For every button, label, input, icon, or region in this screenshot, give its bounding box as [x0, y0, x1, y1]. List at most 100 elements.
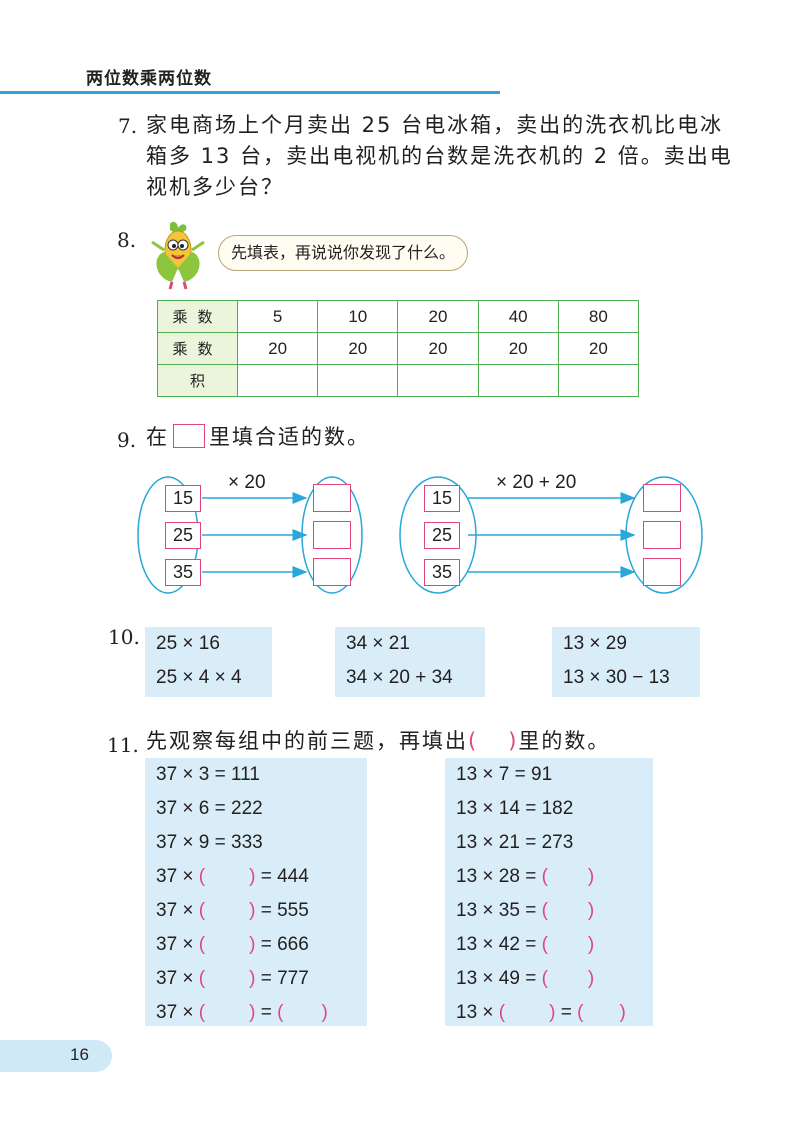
calc-result: = 777	[260, 968, 309, 989]
answer-paren[interactable]: (	[577, 1002, 584, 1023]
problem-10-number: 10.	[108, 625, 140, 649]
calc-expression: 37 × 6 = 222	[156, 798, 263, 819]
answer-paren-close: )	[587, 900, 595, 921]
row-label: 乘数	[157, 332, 238, 365]
table-cell: 20	[397, 300, 479, 333]
answer-box[interactable]	[643, 484, 681, 512]
calc-row: 13 × 14 = 182	[445, 792, 653, 826]
table-row: 乘数 20 20 20 20 20	[157, 332, 640, 365]
corn-mascot-icon	[151, 221, 205, 290]
calc-row: 13 × 28 = ()	[445, 860, 653, 894]
calc-expression: 37 ×	[156, 934, 194, 955]
calc-expression: 13 × 21 = 273	[456, 832, 574, 853]
answer-box[interactable]	[643, 521, 681, 549]
answer-paren-close: )	[249, 1002, 256, 1023]
answer-paren-close: )	[619, 1002, 626, 1023]
calc-row: 37 × 9 = 333	[145, 826, 367, 860]
calc-row: 37 × () = 666	[145, 928, 367, 962]
problem-9-number: 9.	[117, 428, 137, 452]
calc-expression: 13 × 35 =	[456, 900, 537, 921]
answer-paren-close: )	[587, 934, 595, 955]
calc-group: 34 × 21 34 × 20 + 34	[335, 627, 485, 697]
calc-expression: 13 ×	[456, 1002, 494, 1023]
answer-box[interactable]	[313, 558, 351, 586]
calc-expression: 37 ×	[156, 900, 194, 921]
answer-paren-close: )	[249, 866, 256, 887]
header-rule	[0, 91, 500, 94]
table-cell: 80	[557, 300, 640, 333]
answer-paren[interactable]: (	[198, 968, 206, 989]
calc-expression: 37 ×	[156, 968, 194, 989]
table-cell: 40	[477, 300, 559, 333]
problem-9-suffix: 里填合适的数。	[209, 425, 370, 449]
calc-row: 13 × 49 = ()	[445, 962, 653, 996]
input-number-box: 25	[165, 522, 201, 549]
calc-expression: 13 × 42 =	[456, 934, 537, 955]
product-cell[interactable]	[397, 364, 479, 397]
operation-label-left: × 20	[228, 472, 266, 493]
calc-expression: 13 × 7 = 91	[456, 764, 553, 785]
problem-7-number: 7.	[118, 114, 138, 138]
operation-label-right: × 20 + 20	[496, 472, 577, 493]
table-cell: 20	[557, 332, 640, 365]
calc-expression: 34 × 20 + 34	[346, 667, 453, 688]
answer-box[interactable]	[313, 521, 351, 549]
calc-expression: 13 × 49 =	[456, 968, 537, 989]
calc-group: 13 × 29 13 × 30 − 13	[552, 627, 700, 697]
answer-paren-close: )	[321, 1002, 328, 1023]
calc-expression: 34 × 21	[346, 633, 410, 654]
mapping-diagram-left	[137, 476, 363, 594]
problem-11-text: 先观察每组中的前三题，再填出()里的数。	[146, 726, 610, 757]
answer-paren[interactable]: (	[498, 1002, 506, 1023]
calc-row: 13 × 21 = 273	[445, 826, 653, 860]
problem-11-number: 11.	[107, 733, 139, 757]
answer-paren[interactable]: (	[541, 900, 548, 921]
answer-paren[interactable]: (	[198, 934, 206, 955]
table-row: 积	[157, 364, 640, 397]
answer-paren[interactable]: (	[541, 934, 548, 955]
product-cell[interactable]	[477, 364, 559, 397]
answer-paren[interactable]: (	[277, 1002, 284, 1023]
answer-paren-close: )	[249, 968, 256, 989]
answer-paren[interactable]: (	[198, 1002, 206, 1023]
problem-9-prefix: 在	[146, 425, 169, 449]
problem-7-line-1: 家电商场上个月卖出 25 台电冰箱，卖出的洗衣机比电冰	[146, 113, 724, 137]
problem-7-line-3: 视机多少台？	[146, 175, 284, 199]
calc-row: 13 × () = ()	[445, 996, 653, 1030]
answer-paren[interactable]: (	[541, 968, 548, 989]
problem-8-number: 8.	[117, 228, 137, 252]
calc-expression: 37 ×	[156, 1002, 194, 1023]
calc-row: 37 × () = 777	[145, 962, 367, 996]
answer-paren[interactable]: (	[541, 866, 548, 887]
problem-9-text: 在 里填合适的数。	[146, 422, 370, 453]
calc-result: = 666	[260, 934, 309, 955]
input-number-box: 15	[165, 485, 201, 512]
table-row: 乘数 5 10 20 40 80	[157, 300, 640, 333]
header-title: 两位数乘两位数	[86, 69, 212, 89]
calc-expression: 37 ×	[156, 866, 194, 887]
table-cell: 10	[317, 300, 399, 333]
answer-box[interactable]	[313, 484, 351, 512]
calc-result: = 444	[260, 866, 309, 887]
calc-group: 25 × 16 25 × 4 × 4	[145, 627, 272, 697]
product-cell[interactable]	[236, 364, 319, 397]
paren-left: (	[468, 729, 479, 753]
calc-row: 13 × 7 = 91	[445, 758, 653, 792]
answer-paren[interactable]: (	[198, 900, 206, 921]
answer-paren[interactable]: (	[198, 866, 206, 887]
hint-bubble: 先填表，再说说你发现了什么。	[218, 235, 469, 271]
answer-box[interactable]	[643, 558, 681, 586]
table-cell: 20	[477, 332, 559, 365]
calc-expression: 13 × 29	[563, 633, 627, 654]
table-cell: 5	[236, 300, 319, 333]
product-cell[interactable]	[557, 364, 640, 397]
calc-row: 37 × 3 = 111	[145, 758, 367, 792]
page-number-tab	[0, 1040, 112, 1072]
calc-expression: 13 × 30 − 13	[563, 667, 670, 688]
product-cell[interactable]	[317, 364, 399, 397]
calc-row: 13 × 42 = ()	[445, 928, 653, 962]
table-cell: 20	[397, 332, 479, 365]
mapping-diagram-right	[399, 476, 703, 594]
multiplication-table: 乘数 5 10 20 40 80 乘数 20 20 20 20 20 积	[157, 300, 640, 397]
calc-row: 37 × () = 444	[145, 860, 367, 894]
